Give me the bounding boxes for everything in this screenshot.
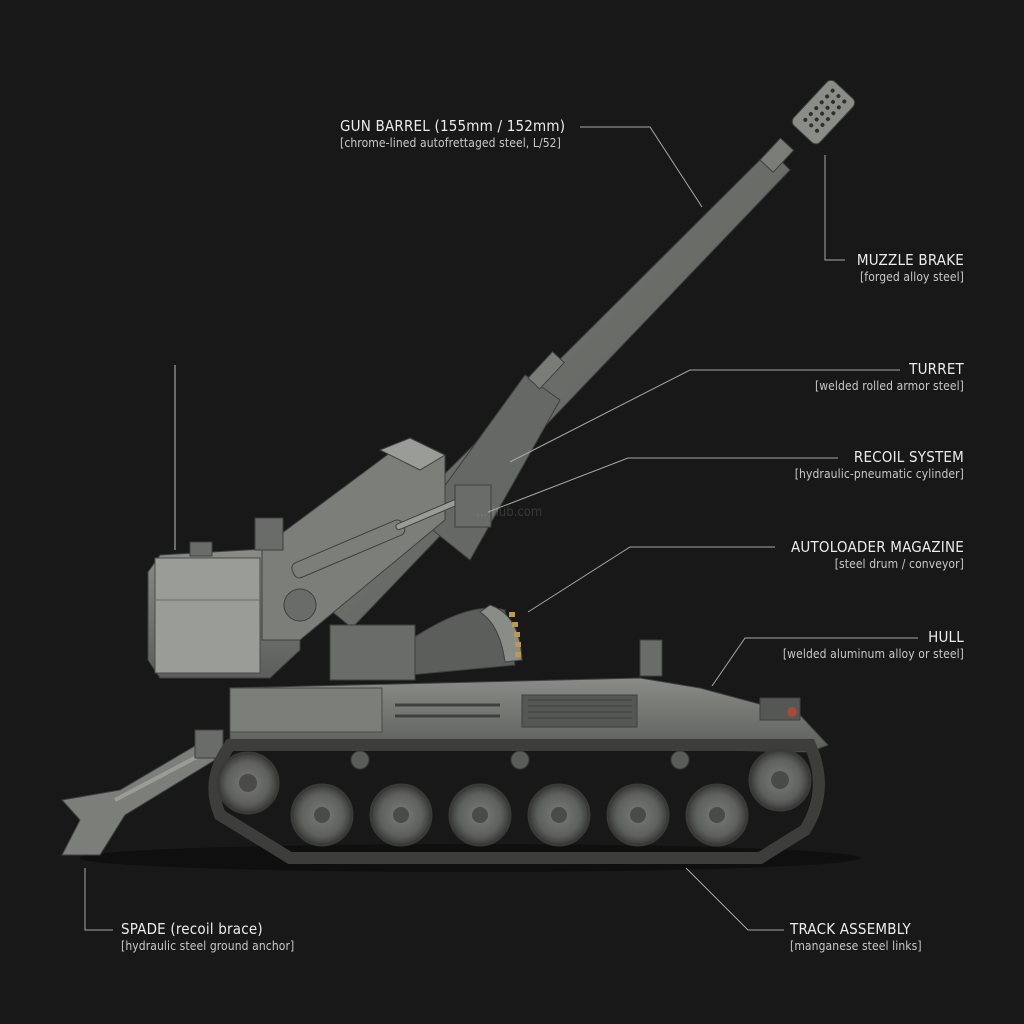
watermark: ...-hub.com bbox=[476, 505, 543, 520]
callout-spade: SPADE (recoil brace) [hydraulic steel gr… bbox=[121, 920, 295, 954]
leader-track bbox=[685, 867, 784, 931]
callout-title: MUZZLE BRAKE bbox=[856, 251, 964, 269]
leader-lines bbox=[84, 126, 918, 931]
callout-title: TRACK ASSEMBLY bbox=[790, 920, 911, 938]
recoil-system bbox=[283, 484, 492, 622]
callout-subtitle: [welded rolled armor steel] bbox=[814, 379, 964, 394]
callout-title: AUTOLOADER MAGAZINE bbox=[790, 538, 964, 556]
muzzle-brake bbox=[791, 79, 856, 145]
leader-muzzle-brake bbox=[824, 155, 845, 261]
leader-autoloader bbox=[527, 546, 775, 613]
callout-subtitle: [hydraulic-pneumatic cylinder] bbox=[794, 467, 964, 482]
callout-subtitle: [chrome-lined autofrettaged steel, L/52] bbox=[340, 136, 561, 151]
leader-turret bbox=[509, 369, 900, 463]
callout-subtitle: [welded aluminum alloy or steel] bbox=[782, 647, 964, 662]
callout-subtitle: [hydraulic steel ground anchor] bbox=[121, 939, 295, 954]
callout-title: HULL bbox=[928, 628, 964, 646]
callout-title: RECOIL SYSTEM bbox=[853, 448, 964, 466]
callout-turret: TURRET [welded rolled armor steel] bbox=[814, 360, 964, 394]
callout-hull: HULL [welded aluminum alloy or steel] bbox=[782, 628, 964, 662]
callout-track-assembly: TRACK ASSEMBLY [manganese steel links] bbox=[790, 920, 922, 954]
callout-recoil-system: RECOIL SYSTEM [hydraulic-pneumatic cylin… bbox=[794, 448, 964, 482]
leader-recoil bbox=[487, 457, 838, 513]
spade bbox=[61, 729, 224, 856]
callout-subtitle: [steel drum / conveyor] bbox=[834, 557, 964, 572]
callout-subtitle: [manganese steel links] bbox=[790, 939, 922, 954]
callout-title: SPADE (recoil brace) bbox=[121, 920, 263, 938]
callout-title: GUN BARREL (155mm / 152mm) bbox=[340, 117, 566, 135]
hull bbox=[229, 639, 829, 753]
leader-spade bbox=[84, 868, 113, 931]
track-assembly bbox=[208, 739, 825, 864]
callout-muzzle-brake: MUZZLE BRAKE [forged alloy steel] bbox=[856, 251, 964, 285]
callout-autoloader: AUTOLOADER MAGAZINE [steel drum / convey… bbox=[790, 538, 964, 572]
autoloader-magazine bbox=[329, 604, 523, 681]
callout-gun-barrel: GUN BARREL (155mm / 152mm) [chrome-lined… bbox=[340, 117, 566, 151]
callout-title: TURRET bbox=[909, 360, 964, 378]
leader-gun-barrel bbox=[580, 126, 703, 208]
callout-subtitle: [forged alloy steel] bbox=[859, 270, 964, 285]
leader-hull bbox=[711, 637, 918, 687]
